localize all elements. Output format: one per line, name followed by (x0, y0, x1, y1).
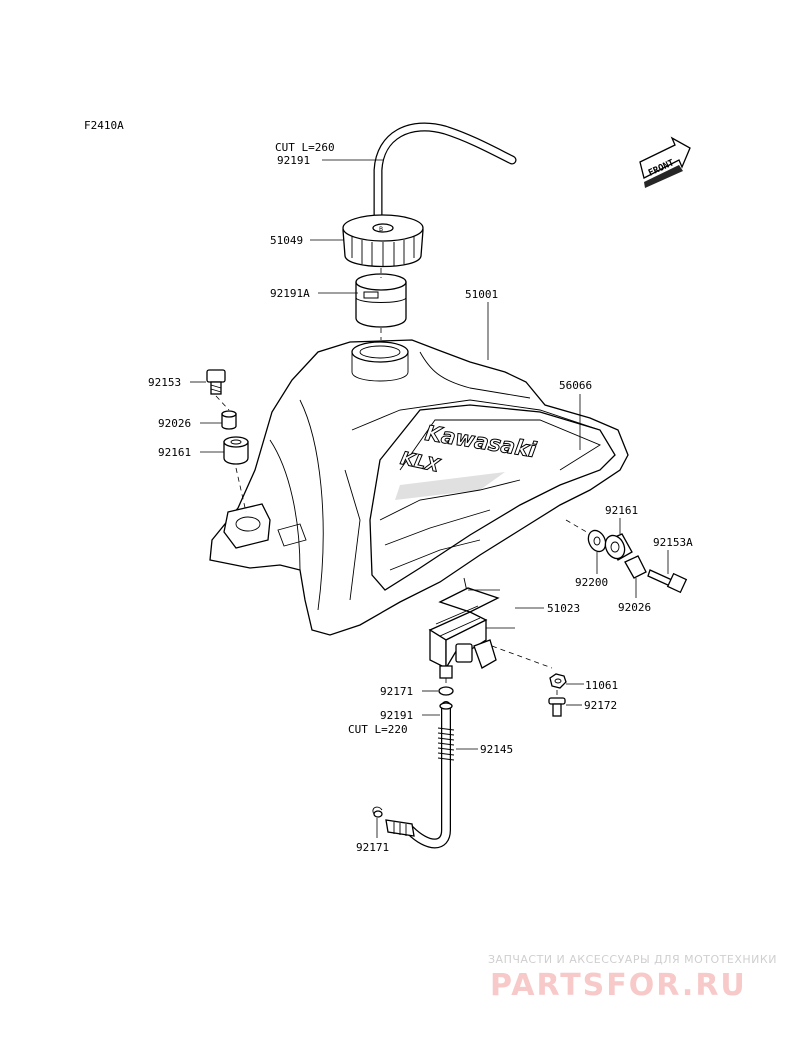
label-washer-right: 92200 (575, 576, 608, 589)
clamp-lower (372, 806, 383, 818)
fuel-tank (209, 339, 629, 636)
label-damper-right: 92161 (605, 504, 638, 517)
fuel-hose-top (373, 122, 517, 223)
cap-gasket-hose (355, 273, 407, 328)
label-clamp-upper: 92171 (380, 685, 413, 698)
label-damper-left: 92161 (158, 446, 191, 459)
bolt-right (647, 569, 688, 594)
clamp-upper (438, 686, 454, 696)
front-arrow-icon: FRONT (639, 136, 691, 188)
fuel-hose-bottom (405, 701, 453, 849)
washer-right (587, 529, 607, 553)
label-fuel-hose-top: 92191 (277, 154, 310, 167)
label-cap: 51049 (270, 234, 303, 247)
label-clamp-lower: 92171 (356, 841, 389, 854)
label-fuel-hose-bottom-cut: CUT L=220 (348, 723, 408, 736)
label-tank: 51001 (465, 288, 498, 301)
label-nut: 11061 (585, 679, 618, 692)
nut (549, 673, 567, 689)
label-bolt-left: 92153 (148, 376, 181, 389)
label-fuel-hose-bottom: 92191 (380, 709, 413, 722)
watermark-tagline: ЗАПЧАСТИ И АКСЕССУАРЫ ДЛЯ МОТОТЕХНИКИ (488, 953, 777, 966)
watermark-site: PARTSFOR.RU (490, 968, 747, 1003)
label-hose-guard: 92145 (480, 743, 513, 756)
label-collar-right: 92026 (618, 601, 651, 614)
damper-left (223, 436, 249, 465)
collar-left (221, 410, 237, 430)
bolt-left (206, 369, 226, 395)
fuel-cock (428, 577, 500, 679)
label-bolt-right: 92153A (653, 536, 693, 549)
fuel-cap: B (342, 214, 424, 268)
collar-right (624, 555, 647, 579)
label-fuel-hose-top-cut: CUT L=260 (275, 141, 335, 154)
svg-text:B: B (379, 226, 383, 233)
damper-right (604, 533, 633, 561)
label-tank-emblem: 56066 (559, 379, 592, 392)
label-fuel-cock: 51023 (547, 602, 580, 615)
figure-code: F2410A (84, 119, 124, 132)
hose-guard-spring (437, 727, 455, 761)
label-hose-a: 92191A (270, 287, 310, 300)
label-collar-left: 92026 (158, 417, 191, 430)
label-screw: 92172 (584, 699, 617, 712)
hose-end-fitting (385, 819, 415, 837)
screw (548, 697, 566, 717)
